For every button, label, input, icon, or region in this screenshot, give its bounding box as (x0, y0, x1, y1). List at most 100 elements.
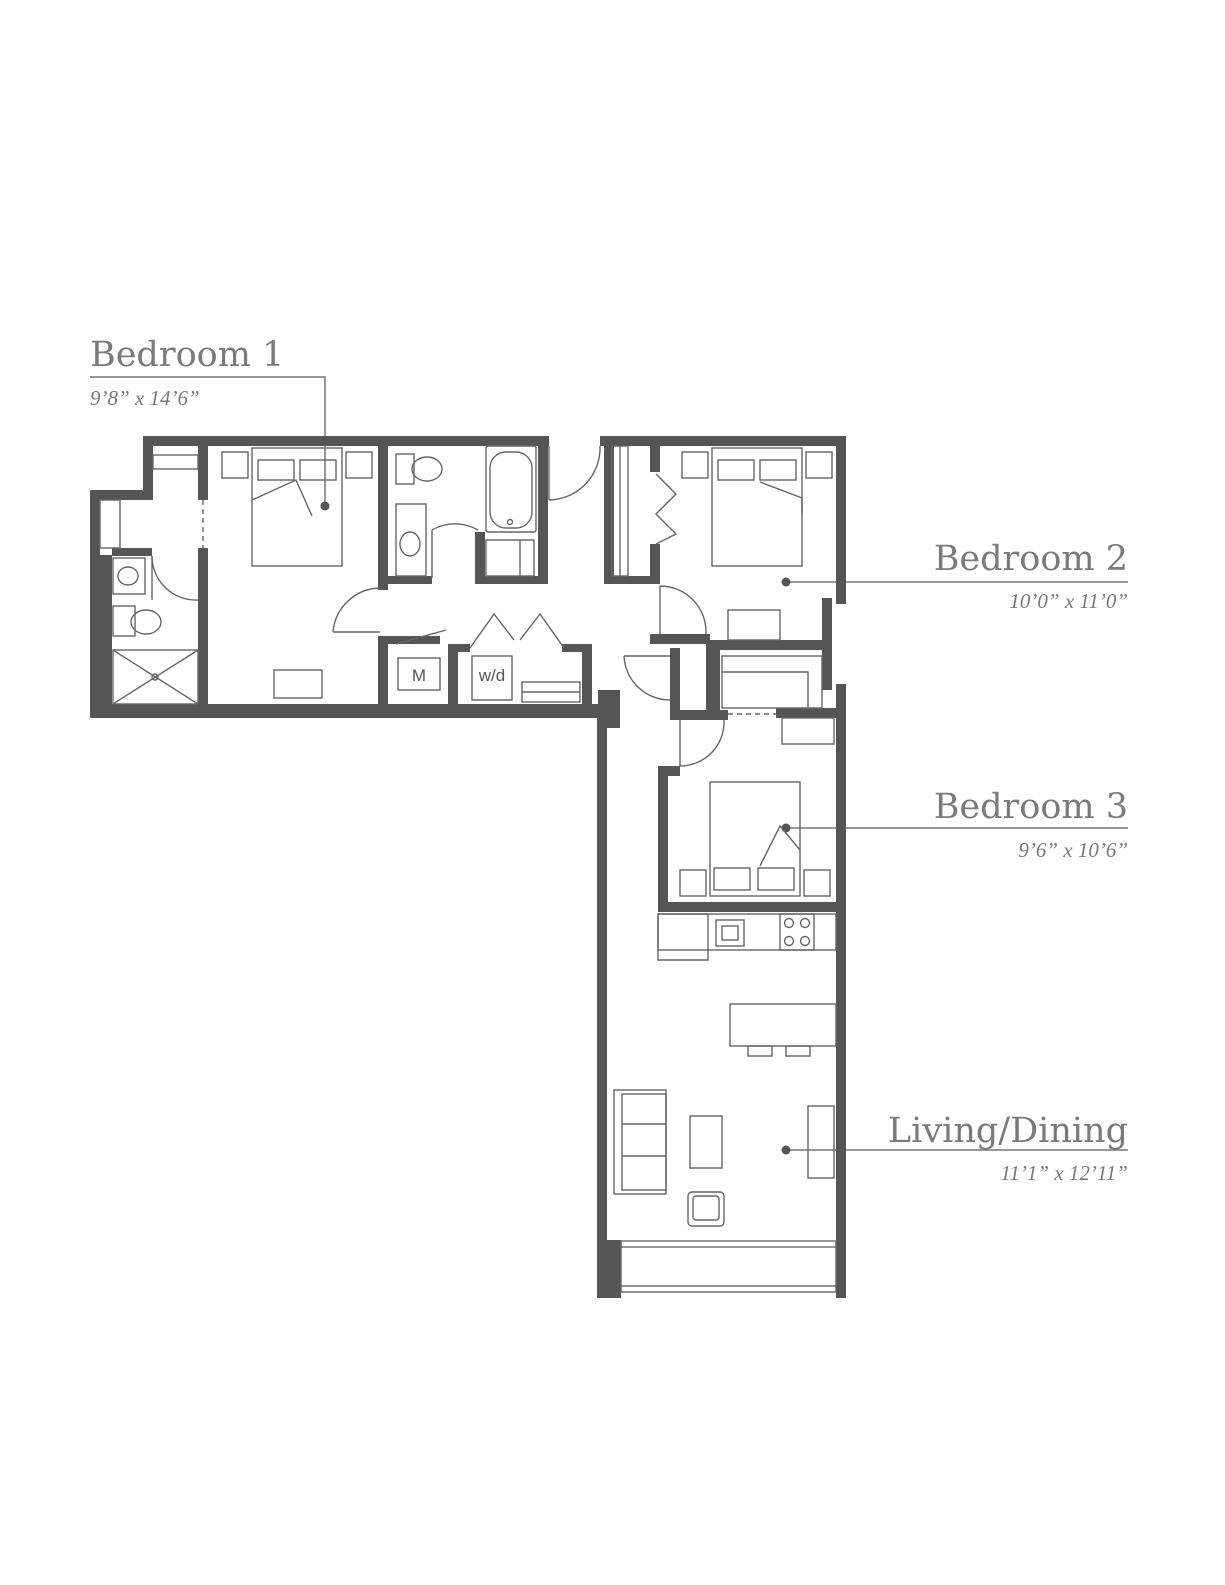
wall-bed3-top-left (670, 710, 728, 720)
living-armchair-seat (692, 1195, 720, 1221)
bedroom-3-marker-dot (781, 823, 791, 833)
kitchen-sink-basin (721, 925, 739, 941)
kitchen-island (729, 1003, 837, 1047)
living-sofa-seat (621, 1093, 667, 1191)
washer-dryer-unit (471, 655, 513, 701)
mechanical-unit (397, 657, 441, 691)
wall-bed3-door-jamb (658, 766, 680, 776)
bed2-pillow-right (759, 459, 797, 481)
interior-walls (112, 446, 842, 912)
wall-right-jog-2 (822, 640, 832, 690)
window-bath1 (99, 499, 121, 549)
wall-bed2-bottom (706, 640, 832, 650)
door-bed1-swing (332, 587, 381, 633)
bed1-bed (251, 447, 343, 567)
hallbath-toilet-tank-icon (395, 453, 415, 485)
wall-bed2-closet-bottom (604, 576, 654, 584)
wall-hall-bed3-right (706, 648, 720, 720)
bar-stool (747, 1045, 773, 1057)
kitchen-sink-icon (715, 919, 745, 947)
bed2-bed (711, 447, 803, 567)
hall-closet-outline (721, 655, 823, 709)
wall-right-jog (822, 598, 832, 648)
door-bath1-swing (151, 555, 199, 601)
wall-bed1-right (378, 446, 388, 590)
bedroom-1-dimensions: 9’8” x 14’6” (90, 386, 200, 410)
wall-bath1-top (112, 548, 152, 556)
wall-bed2-left (604, 446, 614, 582)
bed1-nightstand-left (221, 451, 249, 479)
bed1-pillow-left (257, 459, 295, 481)
wall-bed1-left-upper (198, 446, 208, 500)
wall-living-left (597, 718, 607, 1298)
door-wd-bifold-left (469, 612, 515, 649)
wall-storage-top (562, 644, 590, 652)
wall-hallbath-bottom (388, 576, 432, 584)
door-entry-swing (548, 445, 601, 501)
range-burner-icon (783, 917, 795, 929)
bedroom-2-name: Bedroom 2 (934, 539, 1128, 579)
bed2-dresser (727, 609, 781, 641)
washer-dryer-label: w/d (478, 666, 505, 685)
wall-right-upper (836, 436, 846, 604)
range-burner-icon (783, 935, 795, 947)
hallbath-sink-icon (399, 531, 421, 557)
bath1-shower-drain-icon (151, 673, 159, 681)
door-hall-swing (623, 655, 671, 701)
living-coffee-table (689, 1115, 723, 1169)
bed1-blanket-fold (251, 479, 313, 517)
mechanical-label: M (412, 666, 426, 685)
bath1-sink-icon (117, 566, 139, 586)
utility-closets: M w/d (397, 655, 581, 703)
living-dining-dimensions: 11’1” x 12’11” (1000, 1161, 1128, 1185)
label-bedroom-3: Bedroom 3 9’6” x 10’6” (781, 787, 1128, 862)
bed3-bed (709, 781, 801, 897)
wall-right-lower (836, 684, 846, 1298)
bedroom-1-marker-dot (320, 501, 330, 511)
wall-bed3-left (658, 766, 668, 912)
hall-closet-bed3 (721, 655, 835, 745)
bedroom-1-furniture (221, 447, 373, 699)
bedroom-2-furniture (681, 447, 833, 641)
bedroom-1-leader-line (90, 376, 326, 505)
wall-bed3-top-right (776, 708, 842, 718)
wall-mech-wd-divider (448, 644, 458, 710)
wall-bed1-right-lower (378, 636, 388, 706)
bar-stool (785, 1045, 811, 1057)
bed3-nightstand-left (679, 869, 707, 897)
living-dining-name: Living/Dining (888, 1111, 1128, 1151)
wall-living-left-pier (597, 1240, 621, 1298)
wall-bed3-bottom (658, 902, 840, 912)
kitchen-fridge (657, 913, 709, 961)
hall-bath-fixtures (395, 445, 537, 577)
hall-closet-shelf (722, 671, 809, 708)
wall-hallbath-mid (475, 532, 485, 584)
bed2-nightstand-right (805, 451, 833, 479)
bath1-vanity (112, 557, 146, 595)
wall-hallbath-right (538, 446, 548, 584)
living-media-console (807, 1105, 835, 1179)
living-room-furniture (613, 1089, 835, 1227)
hallbath-toilet-bowl-icon (411, 456, 443, 482)
wall-bed1-left-lower (198, 548, 208, 708)
exterior-walls (90, 436, 846, 1298)
wall-left-step-upper (143, 436, 153, 498)
kitchen-counter (657, 913, 837, 951)
bath1-toilet-bowl-icon (130, 609, 162, 635)
bath-1-fixtures (112, 454, 199, 705)
bed3-pillow-left (713, 867, 751, 891)
wall-left (90, 490, 100, 718)
range-burner-icon (799, 935, 811, 947)
range-burner-icon (799, 917, 811, 929)
wall-top-left (143, 436, 549, 446)
bed1-pillow-right (299, 459, 337, 481)
wall-bottom-left (90, 704, 620, 718)
bed3-nightstand-right (803, 869, 831, 897)
door-wd-bifold-right (519, 612, 565, 649)
bed2-pillow-left (717, 459, 755, 481)
doors (151, 445, 725, 767)
bath1-shower-diagonal-b (112, 649, 199, 705)
door-bed2-closet-bifold (655, 473, 678, 545)
kitchen (657, 913, 837, 1057)
